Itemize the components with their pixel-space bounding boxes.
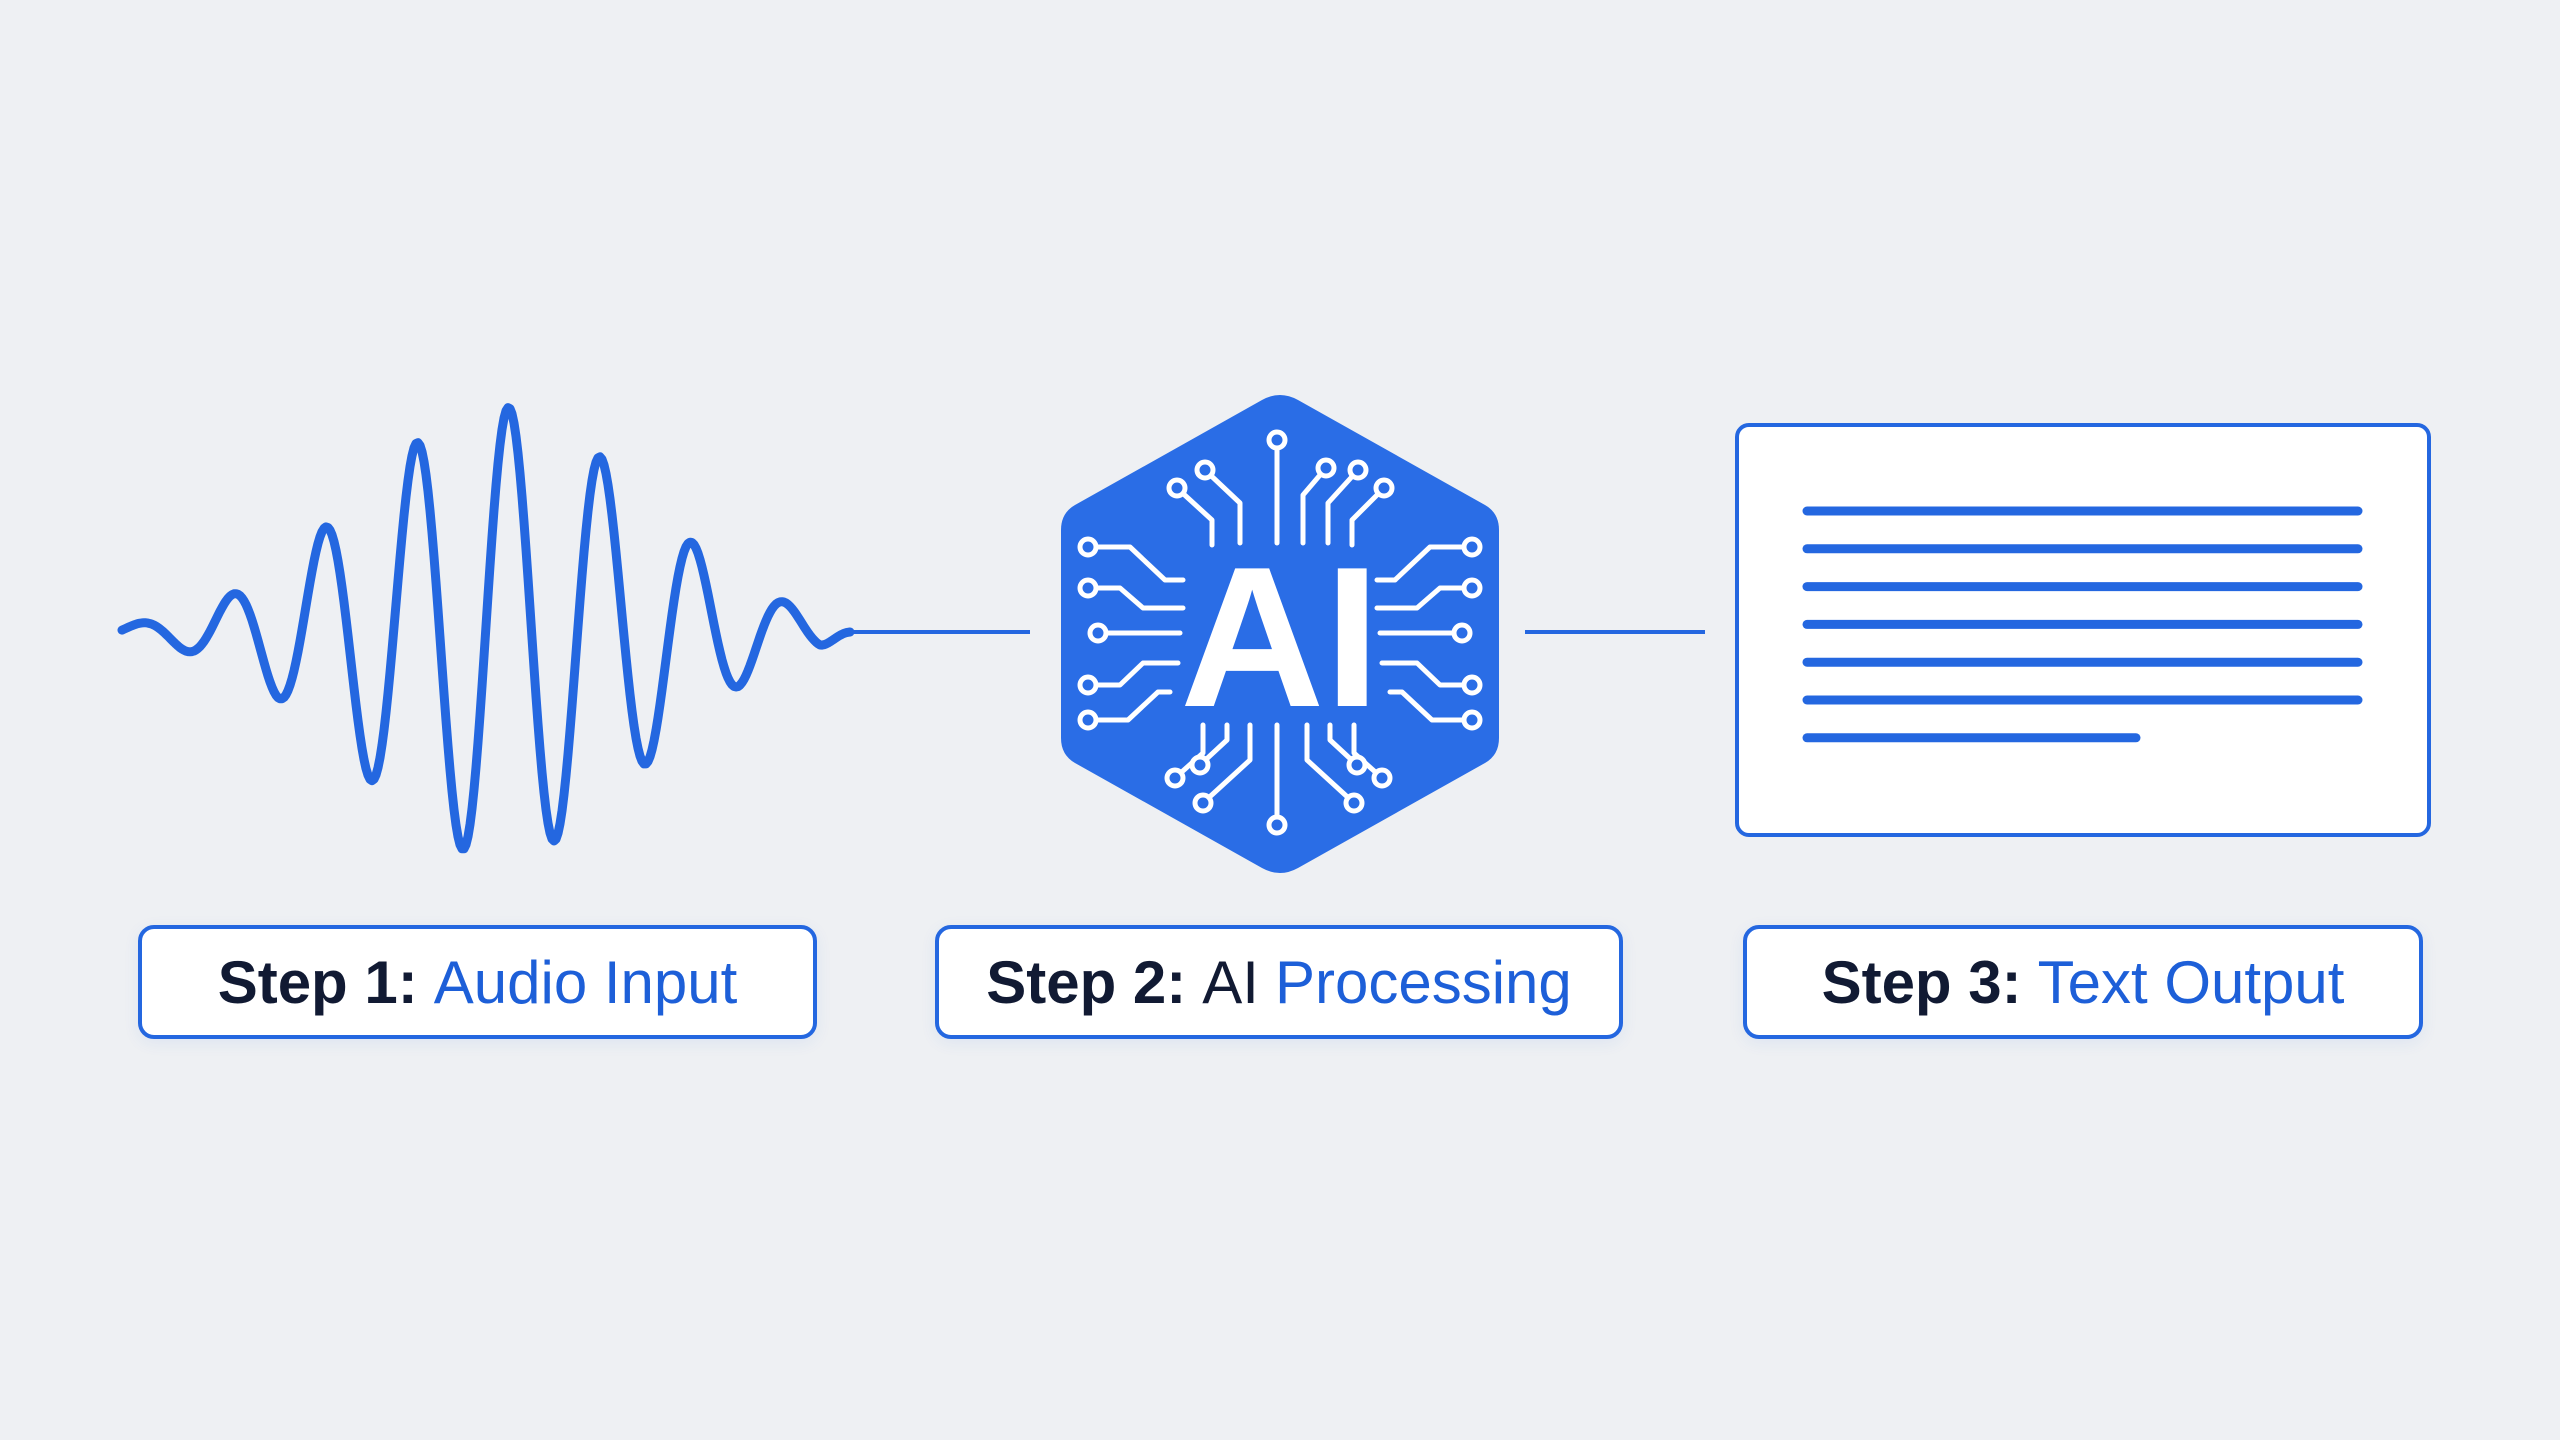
circuit-traces-icon (1077, 429, 1483, 836)
circuit-node (1166, 477, 1188, 499)
circuit-node (1461, 577, 1483, 599)
sound-wave-icon (117, 403, 855, 854)
ai-label: AI (1180, 526, 1380, 749)
circuit-node (1371, 767, 1393, 789)
circuit-node (1461, 709, 1483, 731)
circuit-trace (1387, 689, 1475, 723)
circuit-trace (1174, 485, 1215, 548)
circuit-trace (1374, 544, 1475, 583)
circuit-node (1315, 457, 1337, 479)
circuit-trace (1172, 722, 1206, 781)
circuit-node (1451, 622, 1473, 644)
circuit-node (1077, 674, 1099, 696)
circuit-node (1077, 536, 1099, 558)
circuit-node (1077, 577, 1099, 599)
step-3-label: Step 3: Text Output (1743, 925, 2423, 1039)
step-1-label: Step 1: Audio Input (138, 925, 817, 1039)
ai-chip-icon: AI (1061, 395, 1499, 873)
circuit-node (1077, 709, 1099, 731)
circuit-trace (1085, 660, 1181, 688)
circuit-trace (1325, 467, 1361, 546)
circuit-node (1087, 622, 1109, 644)
document-text-icon (1735, 423, 2431, 837)
circuit-node (1192, 792, 1214, 814)
circuit-node (1346, 754, 1368, 776)
circuit-trace (1300, 465, 1329, 546)
circuit-node (1266, 814, 1288, 836)
circuit-node (1461, 536, 1483, 558)
step-2-label: Step 2: AI Processing (935, 925, 1623, 1039)
circuit-node (1373, 477, 1395, 499)
step-2-title: Processing (1274, 948, 1572, 1016)
circuit-node (1266, 429, 1288, 451)
step-2-ai: AI (1202, 948, 1259, 1016)
circuit-trace (1351, 722, 1385, 781)
circuit-trace (1197, 722, 1230, 768)
step-2-prefix: Step 2: (986, 948, 1187, 1016)
step-1-title: Audio Input (433, 948, 738, 1016)
circuit-node (1194, 459, 1216, 481)
circuit-trace (1327, 722, 1360, 768)
step-3-title: Text Output (2037, 948, 2345, 1016)
document-frame (1735, 423, 2431, 837)
circuit-node (1343, 792, 1365, 814)
circuit-node (1164, 767, 1186, 789)
circuit-trace (1374, 585, 1475, 611)
hexagon-shape (1061, 395, 1499, 873)
circuit-trace (1304, 722, 1357, 806)
circuit-trace (1200, 722, 1253, 806)
circuit-node (1461, 674, 1483, 696)
step-3-prefix: Step 3: (1821, 948, 2022, 1016)
step-1-prefix: Step 1: (217, 948, 418, 1016)
circuit-trace (1085, 689, 1173, 723)
circuit-node (1189, 754, 1211, 776)
circuit-trace (1085, 585, 1186, 611)
circuit-trace (1379, 660, 1475, 688)
circuit-trace (1202, 467, 1243, 546)
circuit-node (1347, 459, 1369, 481)
circuit-trace (1085, 544, 1186, 583)
circuit-trace (1349, 485, 1387, 548)
text-lines (1802, 506, 2363, 743)
